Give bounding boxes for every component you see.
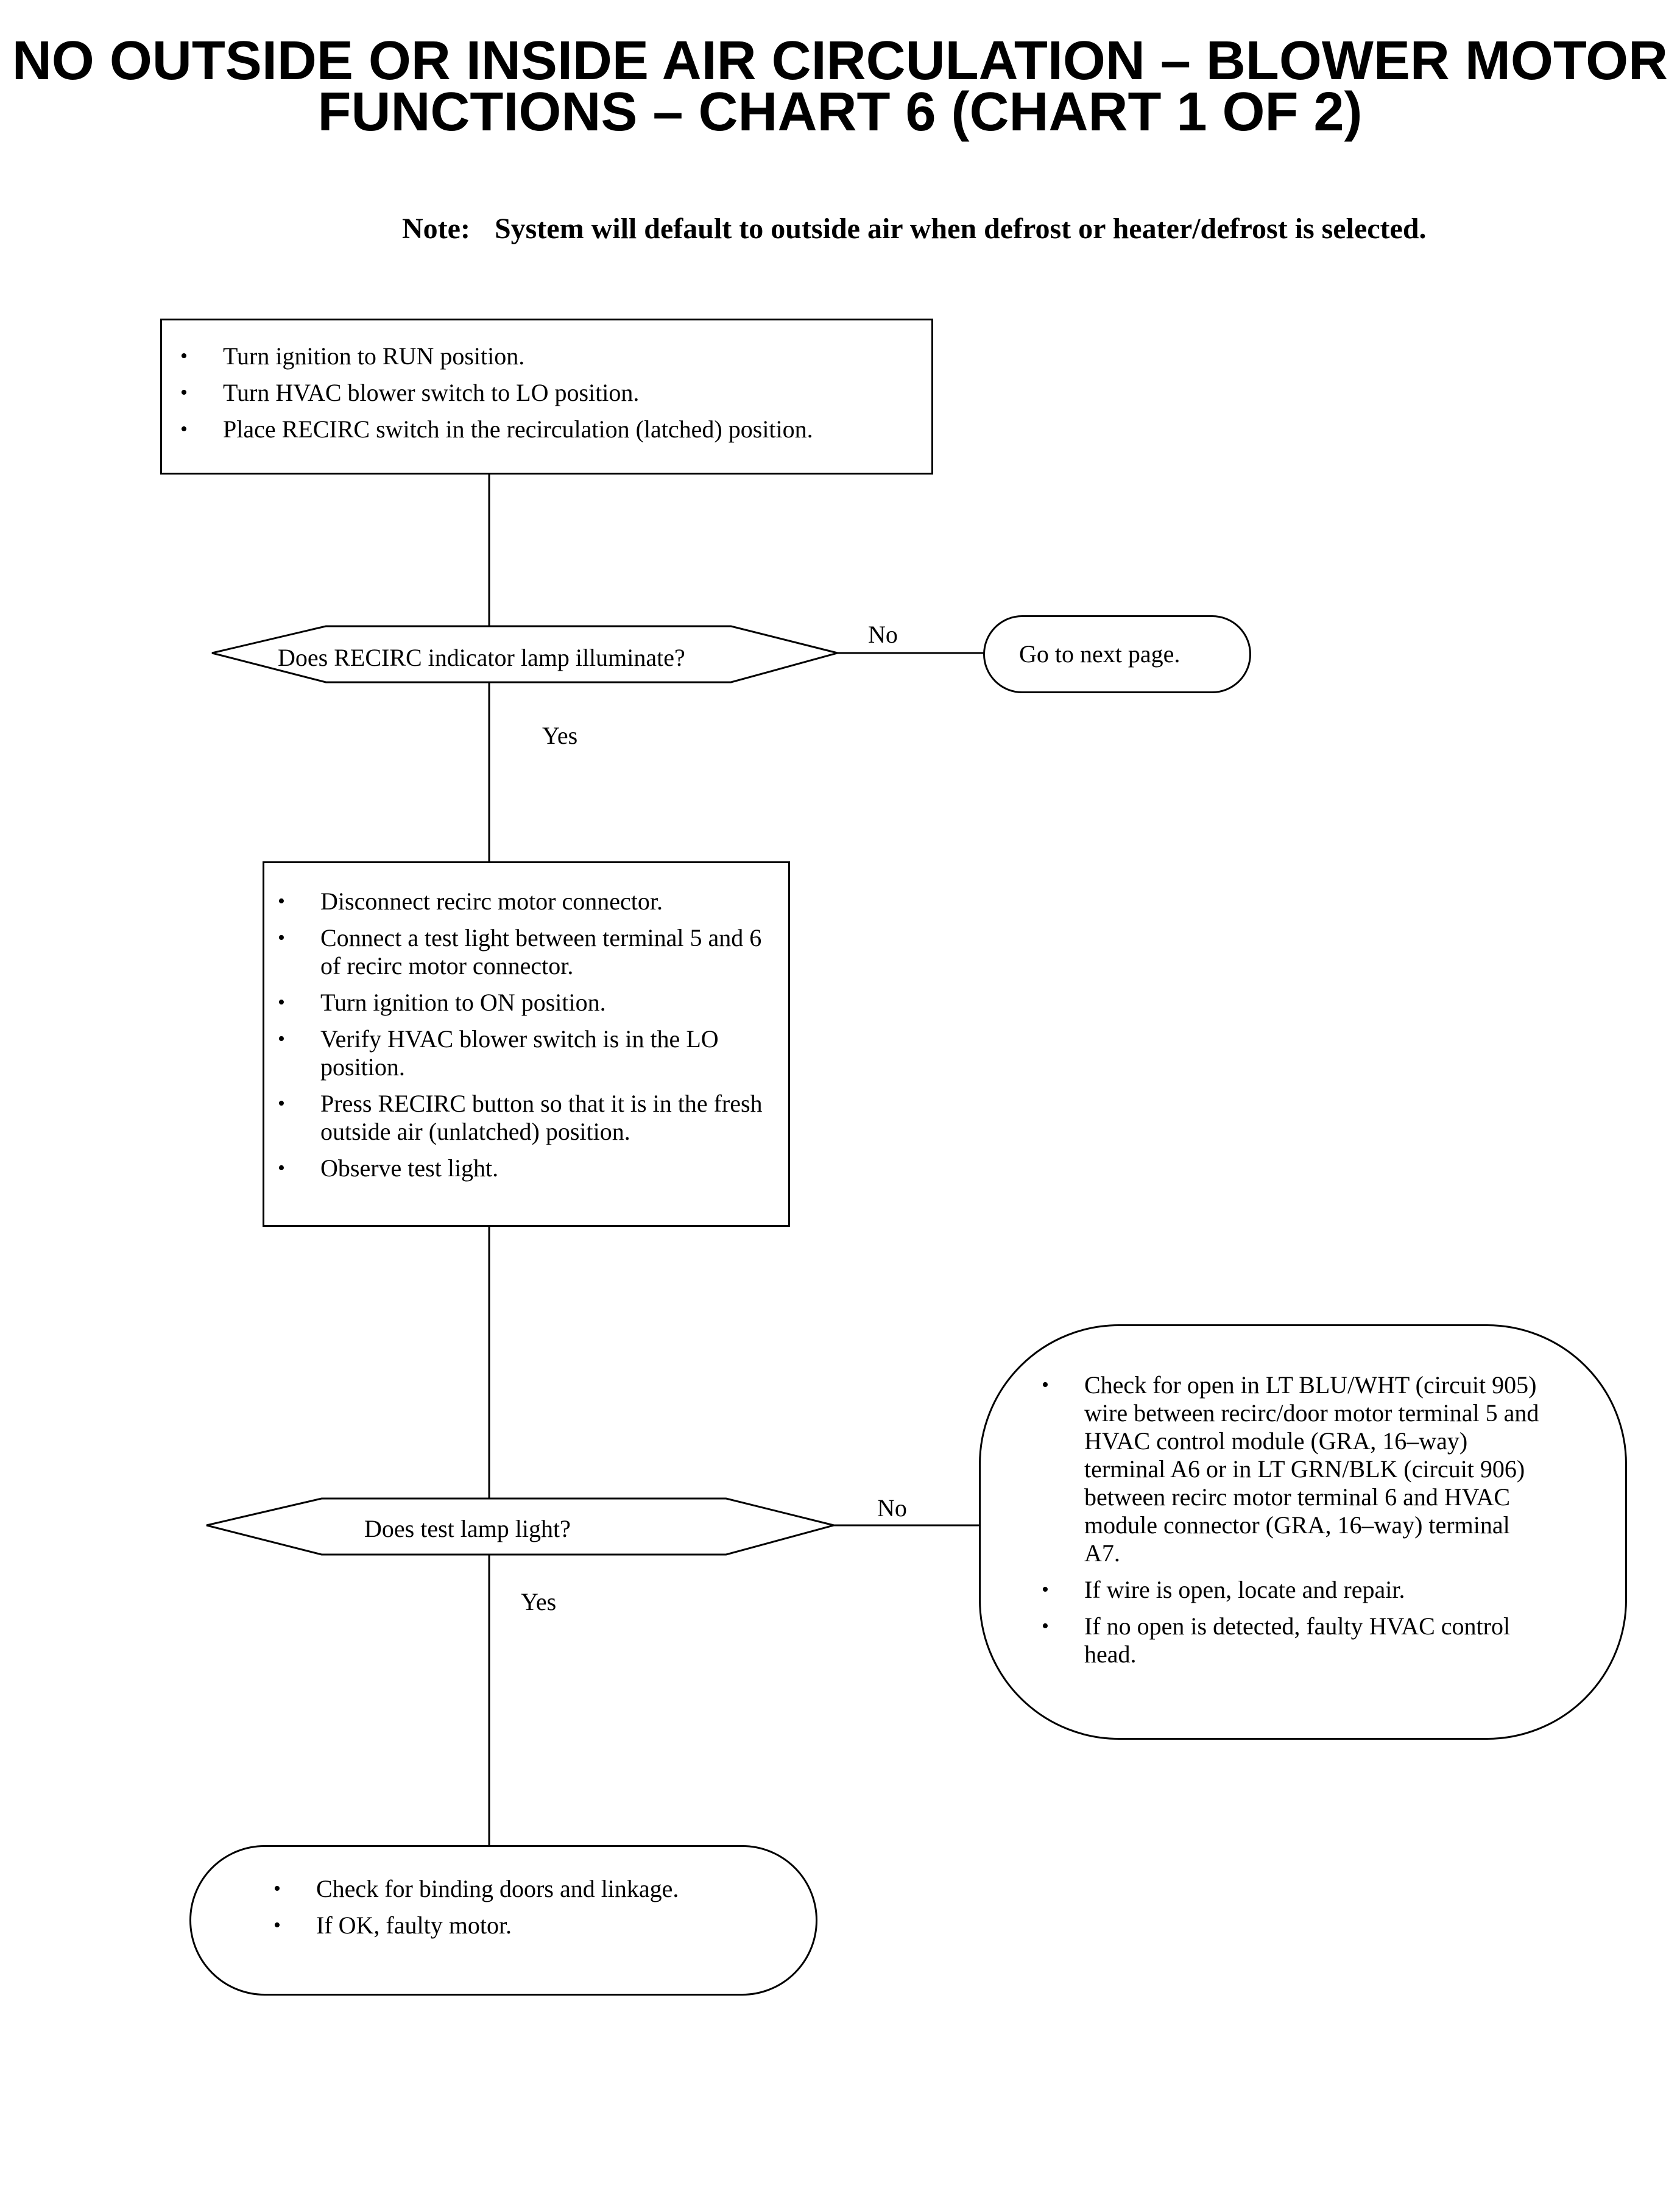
goto-next-page-text: Go to next page. [1019,640,1181,668]
step1-item: Turn HVAC blower switch to LO position. [180,379,919,407]
step2-item: Verify HVAC blower switch is in the LO p… [278,1025,770,1081]
check-open-item: If wire is open, locate and repair. [1042,1576,1540,1604]
check-open-circuit-terminal: Check for open in LT BLU/WHT (circuit 90… [979,1324,1627,1740]
step2-item: Connect a test light between terminal 5 … [278,924,770,980]
decision2-yes-label: Yes [521,1588,557,1615]
decision1-yes-label: Yes [542,722,578,749]
check-binding-terminal: Check for binding doors and linkage. If … [189,1845,817,1996]
step2-box: Disconnect recirc motor connector. Conne… [263,861,790,1227]
decision1-diamond [211,625,841,683]
step2-item: Turn ignition to ON position. [278,989,770,1017]
step1-item: Turn ignition to RUN position. [180,342,919,370]
step2-item: Observe test light. [278,1154,770,1182]
step2-item: Press RECIRC button so that it is in the… [278,1090,770,1146]
check-binding-item: If OK, faulty motor. [274,1912,791,1940]
step2-item: Disconnect recirc motor connector. [278,888,770,916]
step1-list: Turn ignition to RUN position. Turn HVAC… [180,342,919,443]
title-line-2: FUNCTIONS – CHART 6 (CHART 1 OF 2) [317,82,1363,143]
step2-list: Disconnect recirc motor connector. Conne… [278,888,770,1182]
step1-item: Place RECIRC switch in the recirculation… [180,415,919,443]
note: Note: System will default to outside air … [402,212,1427,245]
check-open-item: If no open is detected, faulty HVAC cont… [1042,1612,1540,1668]
decision2-no-label: No [877,1494,907,1522]
note-text: System will default to outside air when … [494,213,1427,245]
decision1-question: Does RECIRC indicator lamp illuminate? [278,644,685,671]
decision2-question: Does test lamp light? [364,1515,571,1542]
decision1-no-label: No [868,621,898,648]
goto-next-page-terminal: Go to next page. [983,615,1251,693]
check-open-item: Check for open in LT BLU/WHT (circuit 90… [1042,1371,1540,1567]
decision2-diamond [206,1497,838,1556]
check-open-circuit-list: Check for open in LT BLU/WHT (circuit 90… [1042,1371,1540,1668]
title-line-1: NO OUTSIDE OR INSIDE AIR CIRCULATION – B… [12,30,1668,91]
page-title: NO OUTSIDE OR INSIDE AIR CIRCULATION – B… [0,30,1680,143]
note-label: Note: [402,213,470,245]
check-binding-item: Check for binding doors and linkage. [274,1875,791,1903]
step1-box: Turn ignition to RUN position. Turn HVAC… [160,319,933,475]
check-binding-list: Check for binding doors and linkage. If … [274,1875,791,1940]
